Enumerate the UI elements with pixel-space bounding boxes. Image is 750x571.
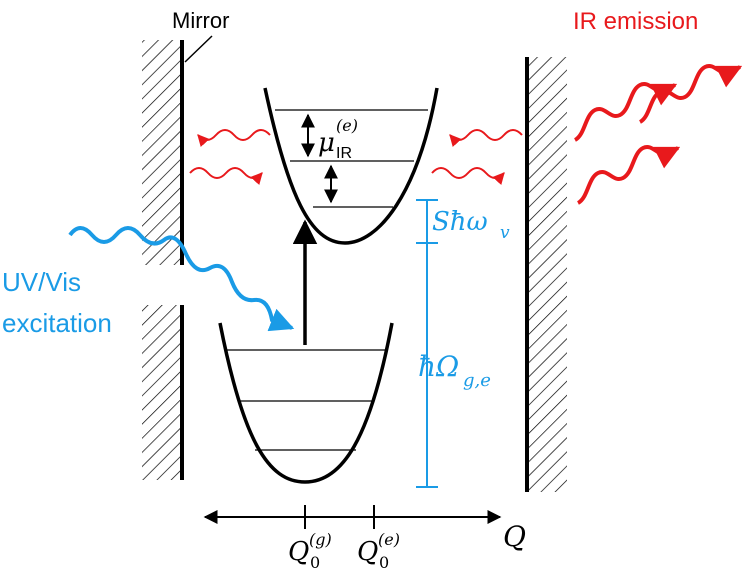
- right-cavity-photons: [431, 129, 523, 186]
- photon-right-incoming: [431, 167, 505, 186]
- uv-label-line2: excitation: [2, 308, 112, 338]
- ir-emission-label: IR emission: [573, 8, 698, 35]
- q-axis: Q: [203, 505, 526, 553]
- energy-scale-bar: [416, 199, 438, 488]
- photon-left-incoming: [189, 167, 263, 186]
- ir-wave-middle: [638, 63, 743, 124]
- ir-wave-top: [573, 81, 678, 142]
- photon-left-outgoing: [197, 129, 271, 148]
- right-mirror: [525, 57, 567, 492]
- photon-right-outgoing: [449, 129, 523, 148]
- uv-label-line1: UV/Vis: [2, 267, 81, 297]
- q0e-label: Q (e) 0: [357, 530, 405, 571]
- ground-parabola: [218, 322, 394, 484]
- hbar-omega-ge-label: ħΩ g,e: [418, 350, 491, 391]
- mu-ir-label: μ (e) IR: [318, 116, 363, 162]
- left-mirror-hatch-bottom: [142, 305, 182, 480]
- left-mirror: [142, 40, 184, 480]
- mirror-label: Mirror: [172, 8, 229, 33]
- q-axis-label: Q: [503, 520, 526, 553]
- excited-state-potential: [263, 87, 439, 245]
- ground-state-potential: [218, 322, 394, 484]
- mirror-leader-line: [184, 35, 213, 63]
- ir-wave-bottom: [576, 144, 681, 205]
- right-mirror-hatch: [527, 57, 567, 492]
- q0g-label: Q (g) 0: [288, 530, 337, 571]
- left-cavity-photons: [189, 129, 271, 186]
- ir-emission-waves: [573, 63, 743, 205]
- left-mirror-hatch-top: [142, 40, 182, 265]
- s-hbar-omega-label: Sħω v: [432, 207, 510, 243]
- uv-excitation-wave: [68, 226, 295, 332]
- excited-parabola: [263, 87, 439, 245]
